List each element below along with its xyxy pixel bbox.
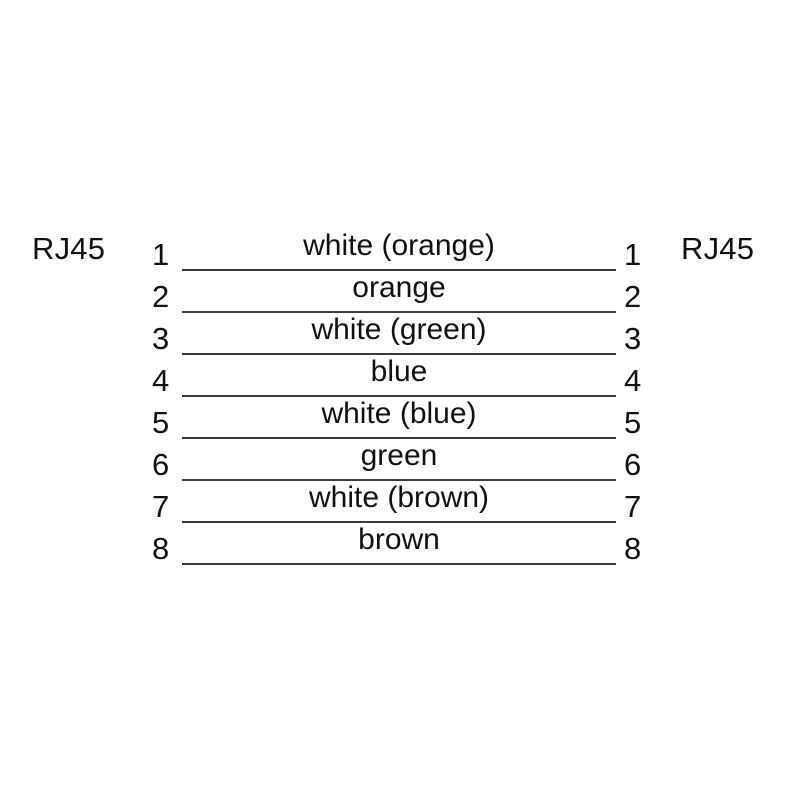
- wire-row: white (green) 3 3: [0, 315, 800, 357]
- wire-row: white (brown) 7 7: [0, 483, 800, 525]
- pin-number-left: 3: [152, 321, 170, 356]
- wire-row: blue 4 4: [0, 357, 800, 399]
- wire-color-label: white (blue): [321, 397, 477, 430]
- pin-number-left: 8: [152, 531, 170, 566]
- wire-color-label: white (brown): [308, 481, 490, 514]
- wire-conductor-line: [182, 311, 616, 313]
- pin-number-right: 2: [624, 279, 642, 314]
- wire-color-label: white (orange): [303, 229, 495, 262]
- pin-number-right: 6: [624, 447, 642, 482]
- wire-conductor-line: [182, 479, 616, 481]
- wire-row: brown 8 8: [0, 525, 800, 567]
- pin-number-right: 8: [624, 531, 642, 566]
- pin-number-right: 1: [624, 237, 642, 272]
- wire-row: white (orange) 1 1: [0, 231, 800, 273]
- wire-conductor-line: [182, 563, 616, 565]
- right-connector-label: RJ45: [681, 231, 755, 266]
- wire-color-label: green: [360, 439, 438, 472]
- wire-conductor-line: [182, 353, 616, 355]
- pin-number-left: 6: [152, 447, 170, 482]
- pin-number-right: 7: [624, 489, 642, 524]
- wire-color-label: orange: [352, 271, 446, 304]
- wire-row: orange 2 2: [0, 273, 800, 315]
- pin-number-left: 4: [152, 363, 170, 398]
- pin-number-left: 2: [152, 279, 170, 314]
- wire-conductor-line: [182, 269, 616, 271]
- wire-conductor-line: [182, 395, 616, 397]
- wire-row: white (blue) 5 5: [0, 399, 800, 441]
- wire-conductor-line: [182, 437, 616, 439]
- left-connector-label: RJ45: [32, 231, 106, 266]
- pin-number-right: 3: [624, 321, 642, 356]
- pin-number-left: 1: [152, 237, 170, 272]
- wire-color-label: blue: [370, 355, 428, 388]
- wire-conductor-line: [182, 521, 616, 523]
- pin-number-right: 5: [624, 405, 642, 440]
- wire-color-label: brown: [358, 523, 440, 556]
- wire-row: green 6 6: [0, 441, 800, 483]
- pin-number-right: 4: [624, 363, 642, 398]
- pin-number-left: 7: [152, 489, 170, 524]
- wire-color-label: white (green): [311, 313, 487, 346]
- pin-number-left: 5: [152, 405, 170, 440]
